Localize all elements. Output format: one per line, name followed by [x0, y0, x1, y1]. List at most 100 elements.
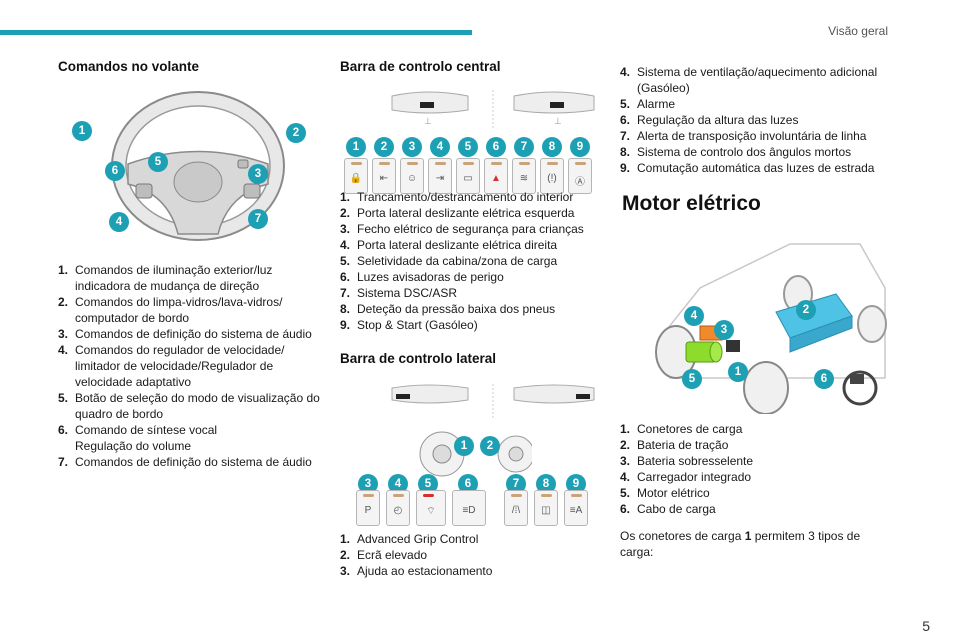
headlamp-adjust-wheel[interactable]: ≡D: [452, 490, 486, 526]
header-accent-bar: [0, 30, 472, 35]
charging-paragraph: Os conetores de carga 1 permitem 3 tipos…: [620, 529, 861, 559]
steering-controls-list: 1.Comandos de iluminação exterior/luz in…: [58, 262, 320, 470]
side-badge-9: 9: [566, 474, 586, 494]
motor-badge-6: 6: [814, 369, 834, 389]
list-item: 3.Bateria sobresselente: [620, 454, 754, 468]
motor-badge-4: 4: [684, 306, 704, 326]
side-badge-2: 2: [480, 436, 500, 456]
motor-badge-3: 3: [714, 320, 734, 340]
switch-tyre-pressure[interactable]: (!): [540, 158, 564, 194]
list-item: 4.Sistema de ventilação/aquecimento adic…: [620, 65, 878, 95]
list-item: 6.Luzes avisadoras de perigo: [340, 270, 504, 284]
list-item: 6.Comando de síntese vocal: [58, 423, 218, 437]
heading-steering-controls: Comandos no volante: [58, 59, 200, 74]
list-item: 9.Comutação automática das luzes de estr…: [620, 161, 875, 175]
list-item: 3.Ajuda ao estacionamento: [340, 564, 493, 578]
list-item: 2.Comandos do limpa-vidros/lava-vidros/ …: [58, 295, 283, 325]
central-badge-9: 9: [570, 137, 590, 157]
list-item: 5.Seletividade da cabina/zona de carga: [340, 254, 558, 268]
sliding-door-left-icon: ⇤: [379, 173, 389, 184]
central-badge-1: 1: [346, 137, 366, 157]
steering-badge-1: 1: [72, 121, 92, 141]
switch-hazard-lights[interactable]: ▲: [484, 158, 508, 194]
list-item: 7.Comandos de definição do sistema de áu…: [58, 455, 312, 469]
central-badge-6: 6: [486, 137, 506, 157]
heading-side-bar: Barra de controlo lateral: [340, 351, 497, 366]
side-badge-3: 3: [358, 474, 378, 494]
steering-badge-4: 4: [109, 212, 129, 232]
list-item: 6.Cabo de carga: [620, 502, 716, 516]
auto-high-beam-icon: ≡A: [569, 505, 583, 516]
list-item: 8.Deteção da pressão baixa dos pneus: [340, 302, 556, 316]
switch-heater[interactable]: ◴: [386, 490, 410, 526]
list-item: 7.Alerta de transposição involuntária de…: [620, 129, 867, 143]
list-item: 3.Comandos de definição do sistema de áu…: [58, 327, 312, 341]
park-assist-icon: P: [364, 505, 372, 516]
steering-badge-5: 5: [148, 152, 168, 172]
list-item: 7.Sistema DSC/ASR: [340, 286, 458, 300]
side-bar-dashboard-illustration: [391, 384, 595, 418]
list-item: 5.Botão de seleção do modo de visualizaç…: [58, 391, 320, 421]
list-item: 1.Trancamento/destrancamento do interior: [340, 190, 574, 204]
list-item: 1.Conetores de carga: [620, 422, 743, 436]
svg-text:⊥: ⊥: [554, 117, 562, 127]
lock-icon: 🔒: [349, 173, 363, 184]
list-item: 1.Comandos de iluminação exterior/luz in…: [58, 263, 273, 293]
side-bar-list: 1.Advanced Grip Control 2.Ecrã elevado 3…: [340, 531, 602, 579]
central-badge-7: 7: [514, 137, 534, 157]
hazard-icon: ▲: [491, 173, 501, 184]
steering-badge-7: 7: [248, 209, 268, 229]
central-bar-list: 1.Trancamento/destrancamento do interior…: [340, 189, 602, 333]
switch-blind-spot[interactable]: ◫: [534, 490, 558, 526]
list-item: 8.Sistema de controlo dos ângulos mortos: [620, 145, 852, 159]
list-item: 5.Alarme: [620, 97, 676, 111]
side-badge-7: 7: [506, 474, 526, 494]
section-title: Visão geral: [828, 24, 888, 38]
side-bar-rotary-dials: [419, 431, 532, 477]
child-lock-icon: ☺: [406, 173, 418, 184]
switch-auto-high-beam[interactable]: ≡A: [564, 490, 588, 526]
switch-child-lock[interactable]: ☺: [400, 158, 424, 194]
switch-park-assist[interactable]: P: [356, 490, 380, 526]
heading-electric-motor: Motor elétrico: [622, 192, 761, 215]
steering-badge-6: 6: [105, 161, 125, 181]
page-number: 5: [922, 618, 930, 634]
list-item: 5.Motor elétrico: [620, 486, 710, 500]
central-badge-5: 5: [458, 137, 478, 157]
central-bar-dashboard-illustration: ⊥ ⊥: [391, 90, 595, 130]
central-badge-4: 4: [430, 137, 450, 157]
switch-stop-start[interactable]: Ⓐ: [568, 158, 592, 194]
tyre-pressure-icon: (!): [547, 173, 557, 184]
motor-badge-1: 1: [728, 362, 748, 382]
blind-spot-icon: ◫: [541, 505, 551, 516]
svg-text:⊥: ⊥: [424, 117, 432, 127]
electric-van-illustration: [655, 243, 887, 414]
side-badge-6: 6: [458, 474, 478, 494]
central-badge-8: 8: [542, 137, 562, 157]
switch-alarm[interactable]: ⌔: [416, 490, 446, 526]
switch-lane-departure[interactable]: /⁞\: [504, 490, 528, 526]
motor-badge-2: 2: [796, 300, 816, 320]
list-item: 3.Fecho elétrico de segurança para crian…: [340, 222, 584, 236]
lane-departure-icon: /⁞\: [511, 505, 521, 516]
side-badge-8: 8: [536, 474, 556, 494]
list-item: 1.Advanced Grip Control: [340, 532, 479, 546]
motor-badge-5: 5: [682, 369, 702, 389]
van-icon: ▭: [463, 173, 473, 184]
central-badge-3: 3: [402, 137, 422, 157]
switch-right-sliding-door[interactable]: ⇥: [428, 158, 452, 194]
side-badge-1: 1: [454, 436, 474, 456]
alarm-icon: ⌔: [426, 506, 436, 517]
headlamp-icon: ≡D: [462, 505, 476, 516]
switch-cabin-cargo[interactable]: ▭: [456, 158, 480, 194]
heading-central-bar: Barra de controlo central: [340, 59, 501, 74]
timer-icon: ◴: [393, 505, 403, 516]
side-badge-5: 5: [418, 474, 438, 494]
list-item: 6.Regulação da altura das luzes: [620, 113, 799, 127]
switch-left-sliding-door[interactable]: ⇤: [372, 158, 396, 194]
steering-badge-3: 3: [248, 164, 268, 184]
switch-dsc-asr[interactable]: ≋: [512, 158, 536, 194]
steering-badge-2: 2: [286, 123, 306, 143]
switch-door-lock[interactable]: 🔒: [344, 158, 368, 194]
traction-control-icon: ≋: [519, 173, 529, 184]
